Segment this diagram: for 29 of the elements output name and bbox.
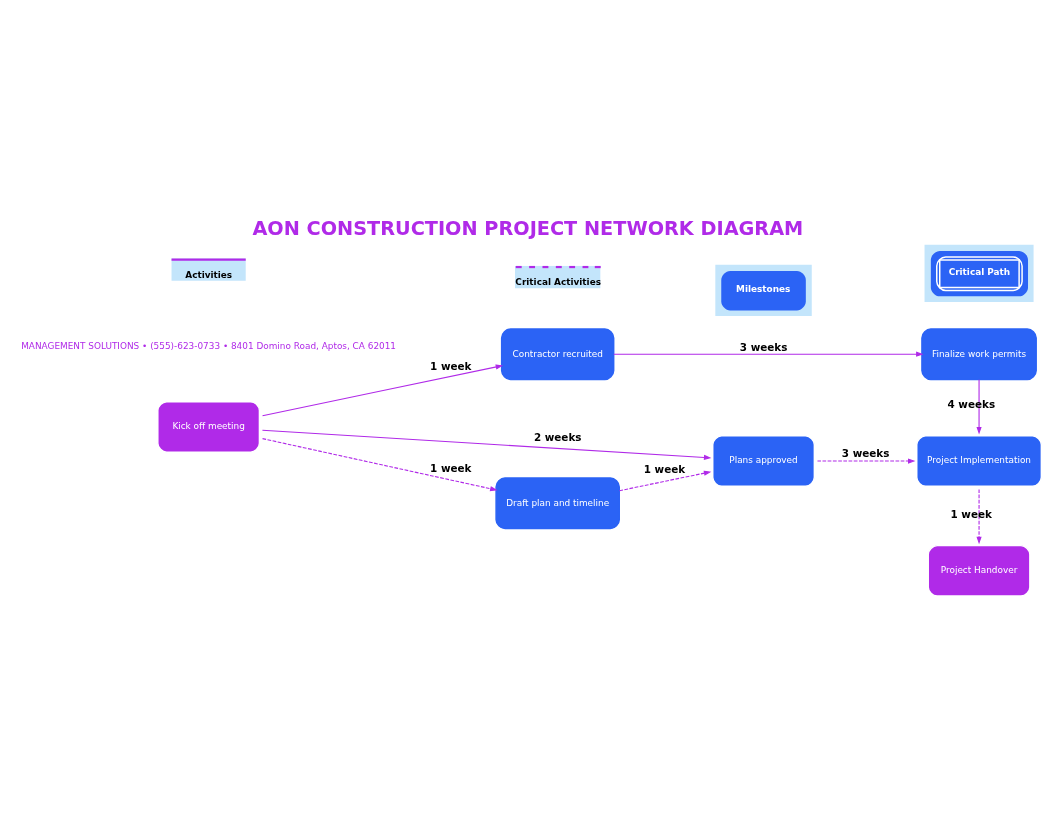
edge-label: 1 week <box>430 462 472 475</box>
edge-label: 4 weeks <box>947 398 996 411</box>
legend-label: Critical Activities <box>515 276 601 287</box>
arrow <box>976 379 982 435</box>
arrow <box>261 429 712 460</box>
arrow <box>262 438 498 492</box>
label: MANAGEMENT SOLUTIONS • (555)-623-0733 • 8401 Domino Road, Aptos, CA 62011 <box>21 341 397 352</box>
node-box: Contractor recruited <box>500 328 615 381</box>
diagram-title: AON CONSTRUCTION PROJECT NETWORK DIAGRAM <box>252 216 804 240</box>
legend-label: Critical Path <box>948 267 1011 278</box>
node-box: Project Handover <box>927 544 1031 597</box>
node-box: Plans approved <box>712 435 816 487</box>
edge-label: 2 weeks <box>533 431 582 444</box>
legend-label: Activities <box>185 269 233 280</box>
legend-label: Milestones <box>736 284 791 295</box>
edge-label: 1 week <box>430 359 472 372</box>
edge-label: 1 week <box>643 463 686 476</box>
edge-label: 3 weeks <box>739 340 788 353</box>
edge-label: 1 week <box>950 507 992 520</box>
node-box: Project Implementation <box>916 435 1043 487</box>
arrow <box>816 458 916 464</box>
arrow <box>618 470 712 492</box>
arrow <box>262 364 504 417</box>
node-box: Kick off meeting <box>157 400 261 453</box>
node-box: Draft plan and timeline <box>495 477 620 530</box>
arrow <box>976 488 982 545</box>
arrow <box>613 351 924 357</box>
node-box: Finalize work permits <box>921 328 1037 381</box>
edge-label: 3 weeks <box>841 447 890 460</box>
